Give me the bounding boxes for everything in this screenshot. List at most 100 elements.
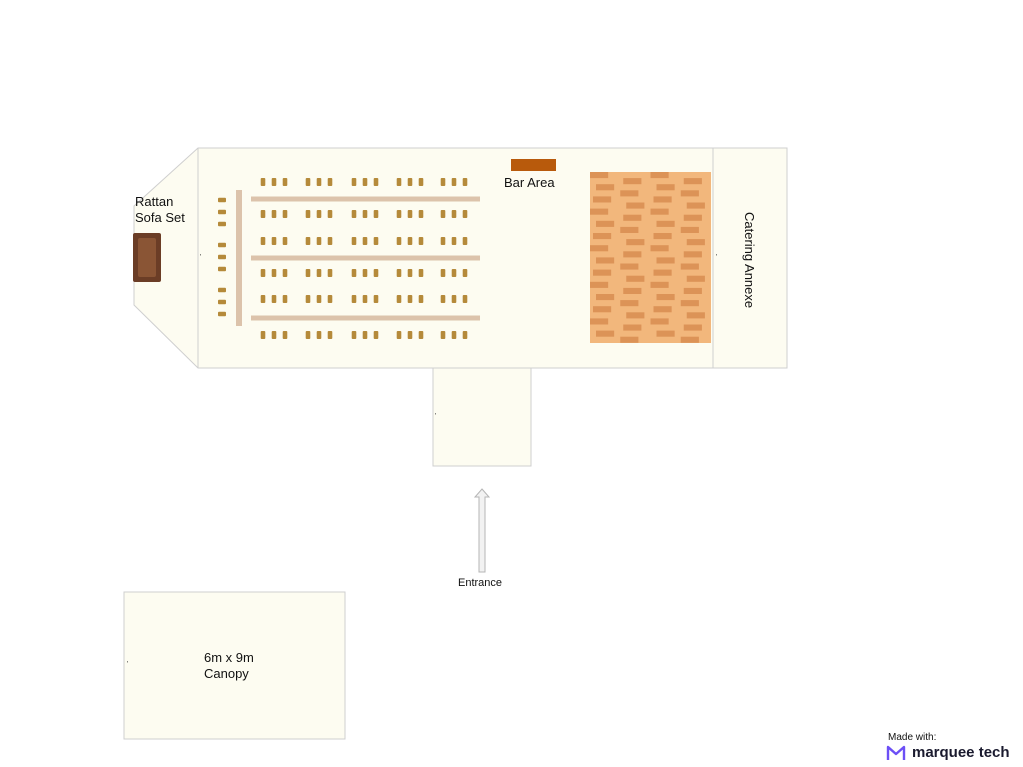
chair (305, 331, 311, 339)
chair (327, 331, 333, 339)
chair (462, 331, 468, 339)
chair (351, 269, 357, 277)
chair (260, 331, 266, 339)
dance-floor-plank (686, 275, 705, 282)
chair (271, 295, 277, 303)
chair (305, 210, 311, 218)
chair (362, 210, 368, 218)
chair (218, 311, 226, 317)
chair (418, 237, 424, 245)
dance-floor-plank (653, 306, 672, 313)
dance-floor-plank (590, 245, 609, 252)
entrance-label: Entrance (458, 577, 503, 589)
marquee-tech-logo-icon (886, 745, 906, 760)
chair (407, 237, 413, 245)
dance-floor-plank (680, 226, 699, 233)
chair (316, 237, 322, 245)
dance-floor-plank (593, 269, 612, 276)
dance-floor-plank (650, 245, 669, 252)
chair (260, 269, 266, 277)
chair (451, 210, 457, 218)
dance-floor-plank (683, 178, 702, 185)
dance-floor-plank (590, 281, 609, 288)
dance-floor-plank (656, 330, 675, 337)
chair (362, 178, 368, 186)
chair (316, 269, 322, 277)
dance-floor-plank (590, 318, 609, 325)
chair (305, 295, 311, 303)
dance-floor-plank (680, 263, 699, 270)
chair (305, 269, 311, 277)
dance-floor-plank (590, 172, 609, 179)
chair (271, 331, 277, 339)
dance-floor-plank (593, 306, 612, 313)
marker: ' (435, 413, 437, 420)
dance-floor-plank (650, 172, 669, 179)
chair (407, 295, 413, 303)
dance-floor-plank (626, 312, 645, 319)
dance-floor-plank (650, 318, 669, 325)
chair (418, 295, 424, 303)
marker: ' (716, 254, 718, 261)
dance-floor-plank (623, 214, 642, 221)
dance-floor-plank (596, 220, 615, 227)
dance-floor-plank (653, 196, 672, 203)
chair (373, 210, 379, 218)
made-with-badge: Made with: marquee tech (886, 732, 1016, 761)
chair (260, 210, 266, 218)
chair (282, 295, 288, 303)
catering-annexe (712, 147, 788, 369)
chair (396, 331, 402, 339)
dance-floor-plank (683, 214, 702, 221)
chair (218, 254, 226, 260)
head-table (236, 190, 242, 326)
dance-floor-plank (650, 208, 669, 215)
chair (462, 295, 468, 303)
chair (396, 269, 402, 277)
rattan-sofa-label: Rattan Sofa Set (135, 194, 185, 225)
chair (440, 295, 446, 303)
dance-floor-plank (656, 257, 675, 264)
chair (373, 237, 379, 245)
bar-counter (511, 159, 556, 171)
dance-floor-plank (626, 239, 645, 246)
chair (396, 237, 402, 245)
dance-floor-plank (626, 202, 645, 209)
chair (282, 210, 288, 218)
chair (282, 237, 288, 245)
chair (271, 178, 277, 186)
chair (362, 331, 368, 339)
chair (271, 237, 277, 245)
chair (407, 210, 413, 218)
dance-floor-plank (656, 184, 675, 191)
canopy (123, 591, 346, 740)
dance-floor-plank (686, 312, 705, 319)
chair (271, 210, 277, 218)
chair (327, 210, 333, 218)
chair (351, 331, 357, 339)
chair (440, 210, 446, 218)
chair (373, 295, 379, 303)
chair (218, 197, 226, 203)
dance-floor-plank (620, 300, 639, 307)
chair (218, 221, 226, 227)
chair (218, 287, 226, 293)
dance-floor-plank (593, 233, 612, 240)
chair (327, 295, 333, 303)
dance-floor-plank (683, 251, 702, 258)
dance-floor-plank (683, 287, 702, 294)
catering-annexe-label: Catering Annexe (742, 212, 757, 309)
rattan-sofa (133, 233, 161, 282)
dance-floor-plank (680, 190, 699, 197)
chair (396, 295, 402, 303)
chair (260, 295, 266, 303)
chair (316, 178, 322, 186)
chair (407, 331, 413, 339)
chair (351, 178, 357, 186)
dance-floor-plank (596, 257, 615, 264)
chairs (218, 178, 468, 339)
chair (451, 178, 457, 186)
dance-floor-plank (686, 202, 705, 209)
dance-floor-plank (680, 300, 699, 307)
